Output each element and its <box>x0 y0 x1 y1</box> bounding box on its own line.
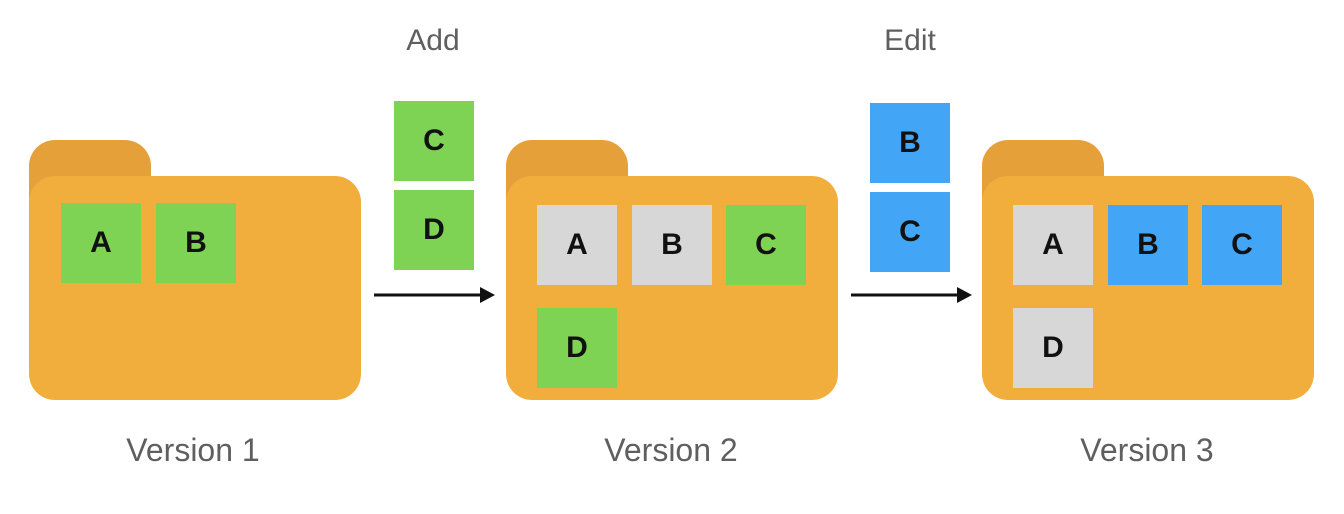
folder-version-2: A B C D <box>506 140 838 400</box>
file-tile: B <box>156 203 236 283</box>
file-tile: B <box>632 205 712 285</box>
transition-label-add: Add <box>406 24 460 57</box>
arrow-right-icon <box>851 287 972 303</box>
file-tile: C <box>726 205 806 285</box>
transition-file: D <box>394 190 474 270</box>
version-caption: Version 2 <box>604 432 738 468</box>
file-tile: D <box>537 308 617 388</box>
file-tile: A <box>61 203 141 283</box>
transition-file: C <box>394 101 474 181</box>
file-tile: D <box>1013 308 1093 388</box>
file-tile: B <box>1108 205 1188 285</box>
version-caption: Version 3 <box>1080 432 1214 468</box>
transition-file: C <box>870 192 950 272</box>
folder-version-3: A B C D <box>982 140 1314 400</box>
transition-file: B <box>870 103 950 183</box>
transition-label-edit: Edit <box>884 24 936 57</box>
file-tile: C <box>1202 205 1282 285</box>
file-tile: A <box>1013 205 1093 285</box>
folder-version-1: A B <box>29 140 361 400</box>
version-caption: Version 1 <box>126 432 260 468</box>
arrow-right-icon <box>374 287 495 303</box>
file-tile: A <box>537 205 617 285</box>
